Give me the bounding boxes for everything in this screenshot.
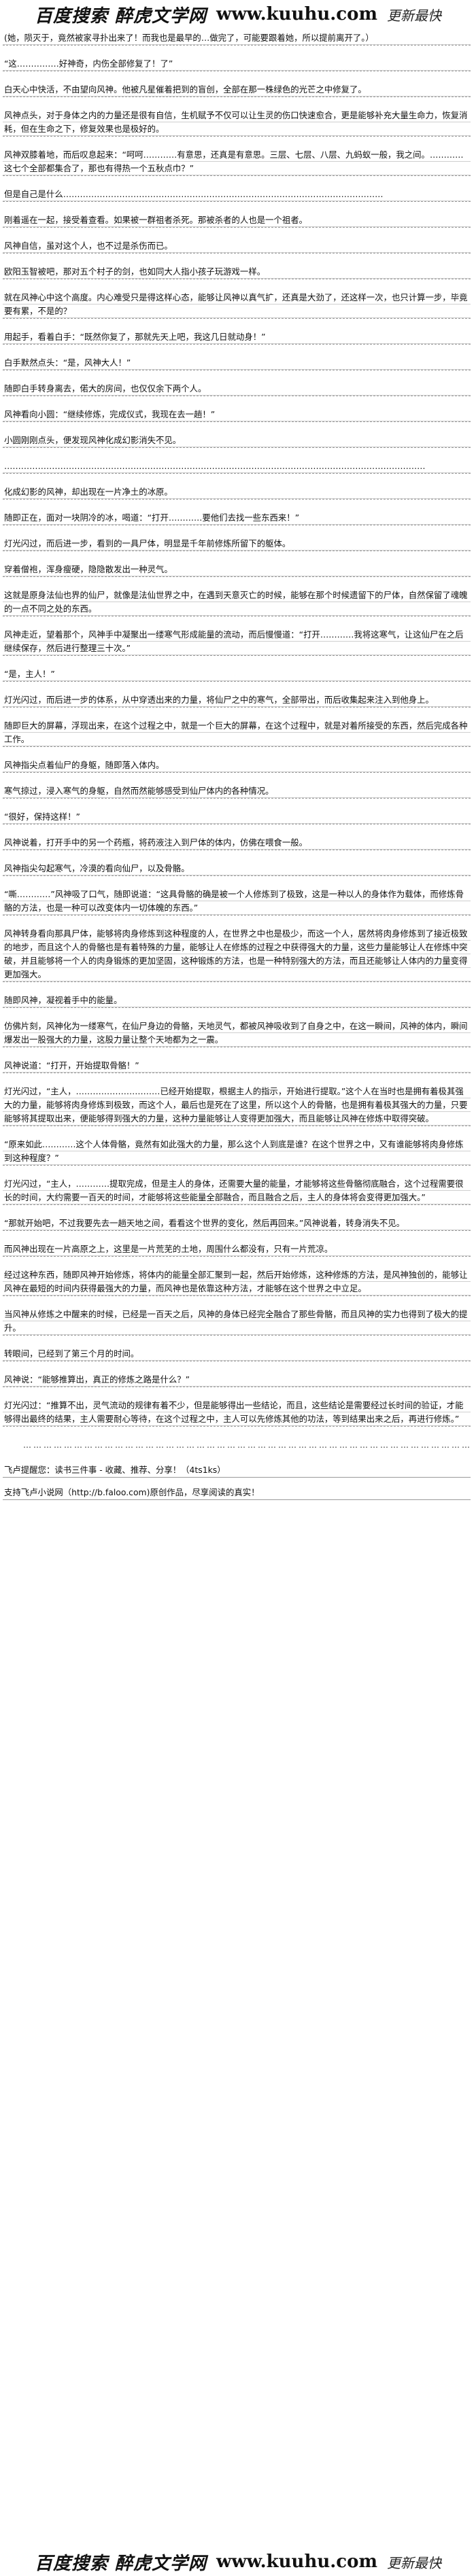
paragraph: 化成幻影的风神，却出现在一片净土的冰原。	[3, 485, 471, 500]
paragraph: “是，主人！”	[3, 667, 471, 682]
paragraph: 就在风神心中这个高度。内心难受只是得这样心态，能够让风神以真气扩，还真是大劲了，…	[3, 291, 471, 319]
paragraph: 灯光闪过，而后进一步，看到的一具尸体，明显是千年前修炼所留下的躯体。	[3, 537, 471, 551]
paragraph: 风神指尖点着仙尸的身躯，随即落入体内。	[3, 759, 471, 773]
paragraph: 风神指尖勾起寒气，冷漠的看向仙尸，以及骨骼。	[3, 862, 471, 876]
paragraph: “这……………好神奇，内伤全部修复了！了”	[3, 57, 471, 71]
paragraph: 风神转身看向那具尸体，能够将肉身修炼到这种程度的人，在世界之中也是极少，而这一个…	[3, 927, 471, 982]
banner-url[interactable]: www.kuuhu.com	[216, 2552, 377, 2572]
banner-right-text: 更新最快	[387, 2554, 441, 2571]
paragraph: 用起手，看着白手：“既然你复了，那就先天上吧，我这几日就动身！”	[3, 330, 471, 345]
paragraph: 随即巨大的屏幕，浮现出来，在这个过程之中，就是一个巨大的屏幕，在这个过程中，就是…	[3, 719, 471, 747]
paragraph: 风神说：“能够推算出，真正的修炼之路是什么？”	[3, 1373, 471, 1387]
paragraph: 风神说道：“打开，开始提取骨骼！”	[3, 1059, 471, 1073]
paragraph: 风神双膝着地，而后叹息起来：“呵呵…………有意思，还真是有意思。三层、七层、八层…	[3, 148, 471, 176]
banner-left-text: 百度搜索 醉虎文学网	[34, 2553, 207, 2574]
top-banner: 百度搜索 醉虎文学网 www.kuuhu.com 更新最快	[0, 0, 476, 29]
paragraph: 灯光闪过，“主人，…………………………已经开始提取，根据主人的指示，开始进行提取…	[3, 1085, 471, 1126]
paragraph: “那就开始吧，不过我要先去一趟天地之间，看看这个世界的变化，然后再回来。”风神说…	[3, 1217, 471, 1231]
support-line[interactable]: 支持飞卢小说网（http://b.faloo.com)原创作品，尽享阅读的真实！	[3, 1486, 471, 1500]
paragraph: (她，陨灭于，竟然被家寻扑出来了！而我也是最早的…做完了，可能要跟着她，所以提前…	[3, 31, 471, 46]
paragraph: “嘶…………”风神吸了口气，随即说道：“这具骨骼的确是被一个人修炼到了极致，这是…	[3, 888, 471, 916]
paragraph: 白天心中快活，不由望向风神。他被凡星催着把到的盲创，全部在那一株绿色的光芒之中修…	[3, 83, 471, 97]
paragraph: 灯光闪过：“推算不出，灵气流动的规律有着不少，但是能够得出一些结论，而且，这些结…	[3, 1399, 471, 1427]
paragraph: ……………………………………………………………………………………………………………	[3, 459, 471, 474]
paragraph: 灯光闪过，而后进一步的体系，从中穿透出来的力量，将仙尸之中的寒气，全部带出，而后…	[3, 693, 471, 708]
paragraph: 当风神从修炼之中醒来的时候，已经是一百天之后，风神的身体已经完全融合了那些骨骼，…	[3, 1308, 471, 1336]
paragraph: 白手默然点头：“是，风神大人！”	[3, 356, 471, 370]
paragraph: 这就是原身法仙也界的仙尸，就像是法仙世界之中，在遇到天意灭亡的时候，能够在那个时…	[3, 589, 471, 616]
paragraph: 经过这种东西，随即风神开始修炼，将体内的能量全部汇聚到一起，然后开始修炼，这种修…	[3, 1268, 471, 1296]
paragraph: 而风神出现在一片高原之上，这里是一片荒芜的土地，周围什么都没有，只有一片荒凉。	[3, 1242, 471, 1257]
paragraph: 仿佛片刻，风神化为一缕寒气，在仙尸身边的骨骼，天地灵气，都被风神吸收到了自身之中…	[3, 1020, 471, 1047]
paragraph: 但是自己是什么…………………………………………………………………………………………	[3, 188, 471, 202]
paragraph: 刚着遥在一起，接受着查看。如果被一群祖者杀死。那被杀者的人也是一个祖者。	[3, 213, 471, 228]
paragraph: 寒气掠过，浸入寒气的身躯，自然而然能够感受到仙尸体内的各种情况。	[3, 784, 471, 799]
paragraph: 小圆刚刚点头，便发现风神化成幻影消失不见。	[3, 434, 471, 448]
banner-right-text: 更新最快	[387, 7, 441, 24]
paragraph: 风神自信，虽对这个人，也不过是杀伤而已。	[3, 239, 471, 254]
paragraph: 灯光闪过，“主人，…………提取完成，但是主人的身体，还需要大量的能量，才能够将这…	[3, 1177, 471, 1205]
paragraph: “很好，保持这样！”	[3, 810, 471, 824]
paragraph: 风神点头，对于身体之内的力量还是很有自信，生机赋予不仅可以让生灵的伤口快速愈合，…	[3, 109, 471, 137]
paragraph: 随即白手转身离去，偌大的房间，也仅仅余下两个人。	[3, 382, 471, 396]
chapter-content: (她，陨灭于，竟然被家寻扑出来了！而我也是最早的…做完了，可能要跟着她，所以提前…	[0, 31, 476, 2546]
bottom-banner: 百度搜索 醉虎文学网 www.kuuhu.com 更新最快	[0, 2547, 476, 2576]
dash-separator: ……………………………………………………………………………………………………………	[23, 1440, 471, 1450]
paragraph: 转眼间，已经到了第三个月的时间。	[3, 1347, 471, 1361]
paragraph: 随即风神，凝视着手中的能量。	[3, 994, 471, 1008]
paragraph: “原来如此…………这个人体骨骼，竟然有如此强大的力量，那么这个人到底是谁？在这个…	[3, 1138, 471, 1166]
paragraph: 风神走近，望着那个，风神手中凝聚出一缕寒气形成能量的流动，而后慢慢道：“打开………	[3, 628, 471, 656]
share-reminder: 飞卢提醒您：读书三件事 - 收藏、推荐、分享！（4ts1ks）	[3, 1463, 471, 1478]
paragraph: 随即正在，面对一块阴冷的冰，喝道：“打开…………要他们去找一些东西来！”	[3, 511, 471, 525]
paragraph: 风神说着，打开手中的另一个药瓶，将药液注入到尸体的体内，仿佛在喂食一般。	[3, 836, 471, 850]
paragraph: 穿着僧袍，浑身瘦硬，隐隐散发出一种灵气。	[3, 563, 471, 577]
paragraph: 欧阳玉智被吧，那对五个村子的剑，也如同大人指小孩子玩游戏一样。	[3, 265, 471, 279]
paragraph: 风神看向小圆：“继续修炼，完成仪式，我现在去一趟！”	[3, 408, 471, 422]
banner-left-text: 百度搜索 醉虎文学网	[34, 5, 207, 27]
banner-url[interactable]: www.kuuhu.com	[216, 4, 377, 24]
